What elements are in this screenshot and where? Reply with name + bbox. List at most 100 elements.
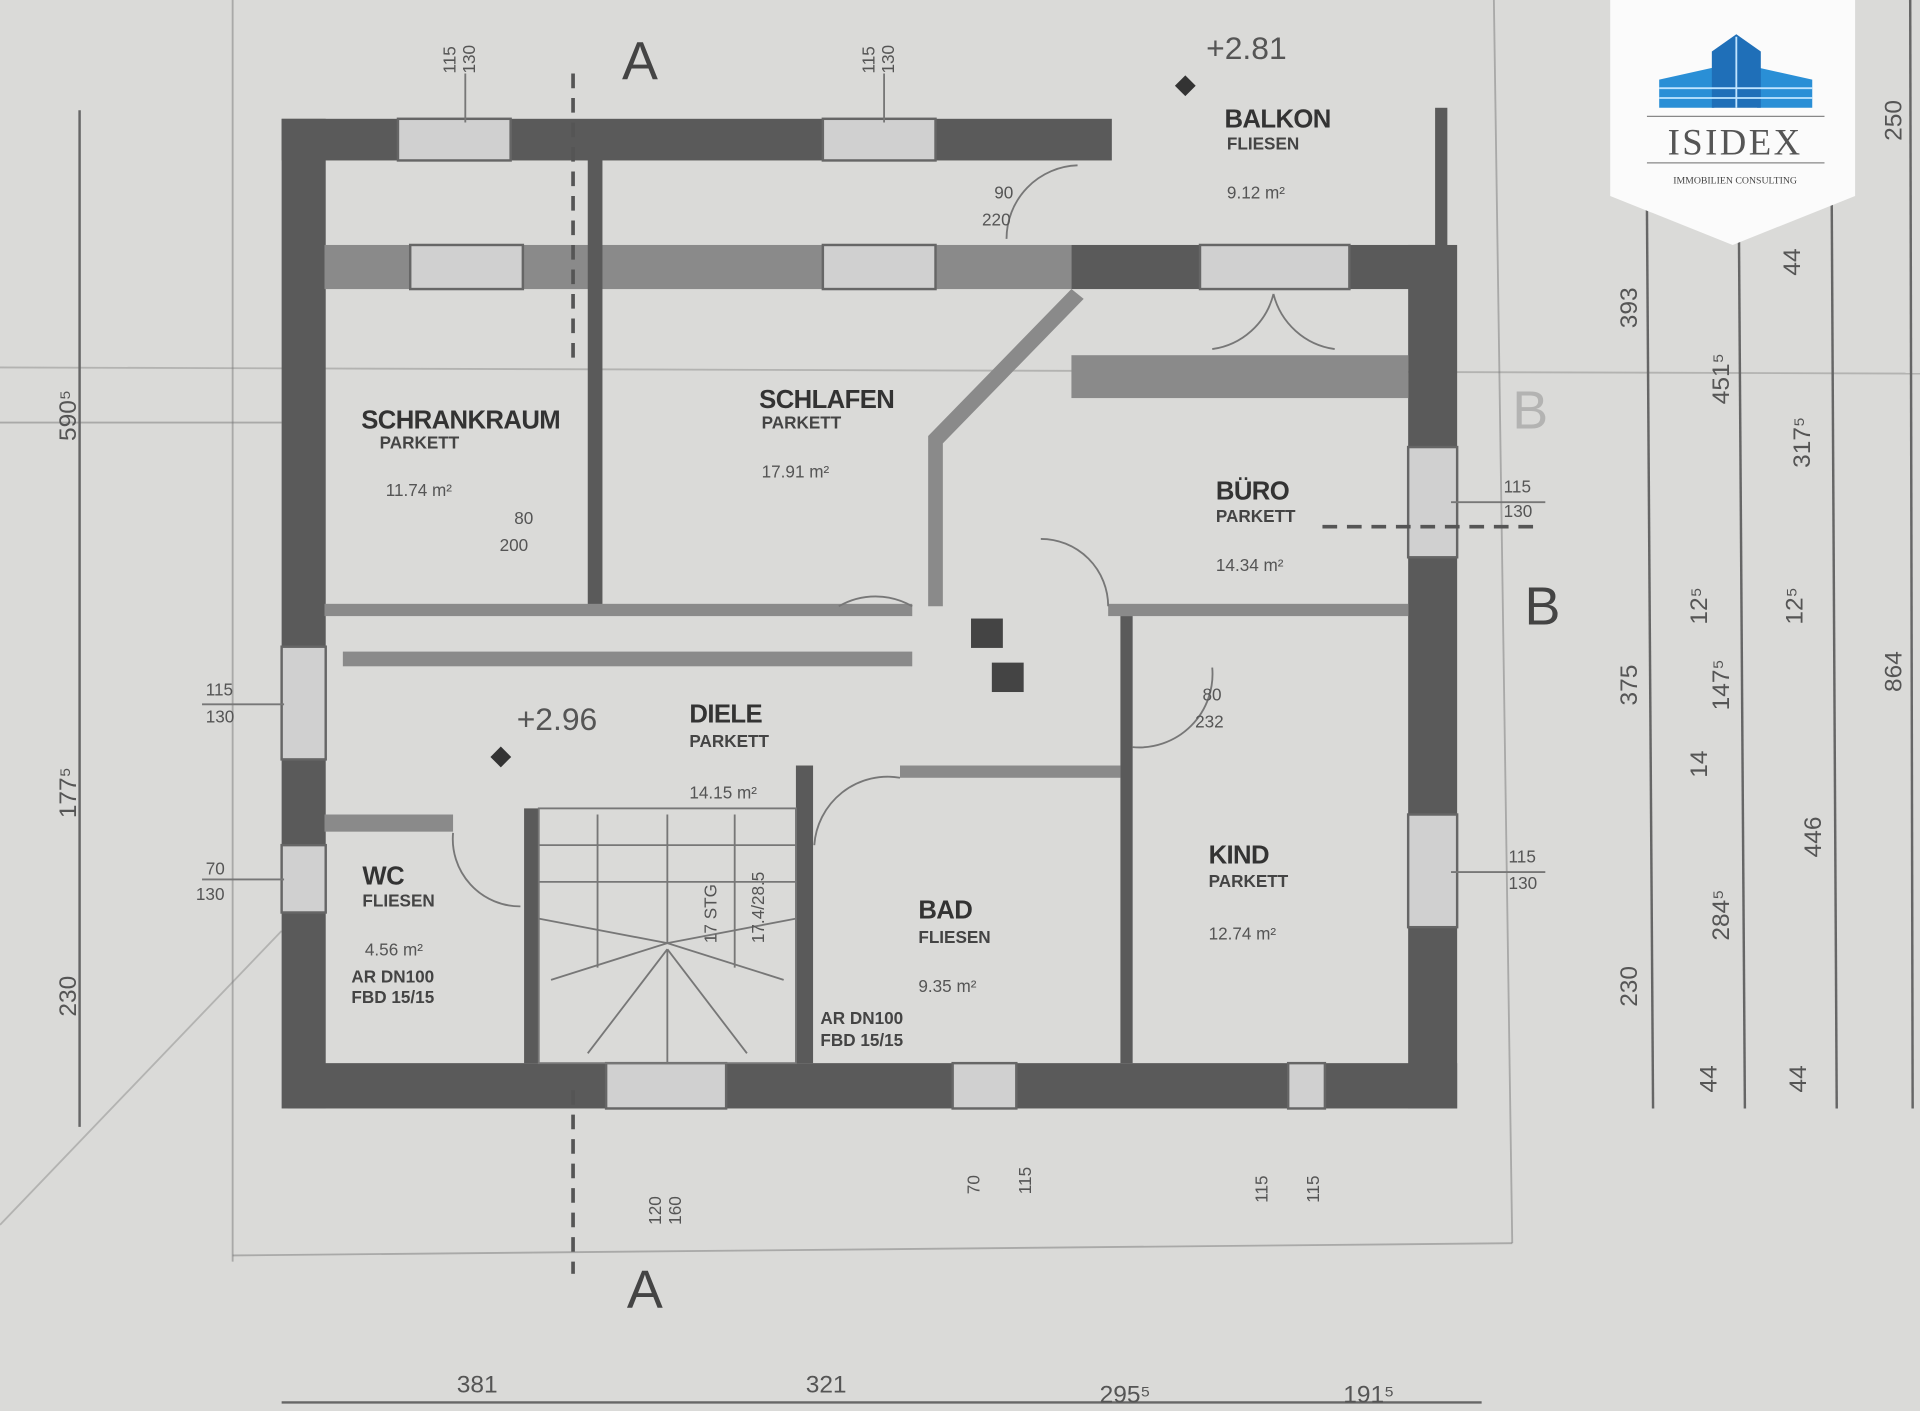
svg-text:AR DN100: AR DN100 <box>820 1008 903 1028</box>
svg-text:590⁵: 590⁵ <box>55 390 82 441</box>
level-diele: +2.96 <box>517 701 598 737</box>
isidex-logo: ISIDEX IMMOBILIEN CONSULTING <box>1610 0 1856 245</box>
svg-text:FLIESEN: FLIESEN <box>918 927 990 947</box>
svg-text:BALKON: BALKON <box>1224 105 1330 133</box>
svg-text:WC: WC <box>362 862 404 890</box>
svg-text:PARKETT: PARKETT <box>1209 871 1289 891</box>
svg-text:FLIESEN: FLIESEN <box>362 890 434 910</box>
room-wc: WC FLIESEN 4.56 m² AR DN100 FBD 15/15 <box>351 862 434 1007</box>
svg-text:177⁵: 177⁵ <box>55 767 82 818</box>
svg-text:115: 115 <box>1251 1175 1271 1202</box>
svg-text:115: 115 <box>1015 1167 1035 1194</box>
svg-text:321: 321 <box>806 1372 847 1399</box>
svg-text:381: 381 <box>457 1372 498 1399</box>
section-label-b-faint: B <box>1512 381 1548 441</box>
svg-text:80: 80 <box>514 508 533 528</box>
svg-text:14.34 m²: 14.34 m² <box>1216 555 1284 575</box>
svg-text:17.91 m²: 17.91 m² <box>762 462 830 482</box>
svg-text:160: 160 <box>665 1196 685 1225</box>
svg-text:BAD: BAD <box>918 897 972 925</box>
walls <box>280 107 1459 1110</box>
svg-text:120: 120 <box>645 1196 665 1225</box>
svg-text:230: 230 <box>55 976 82 1017</box>
door-swings <box>451 164 1335 908</box>
svg-text:44: 44 <box>1785 1065 1812 1092</box>
staircase <box>537 807 797 1065</box>
svg-text:115: 115 <box>206 680 233 700</box>
section-label-a-top: A <box>622 32 658 92</box>
svg-text:232: 232 <box>1195 712 1224 732</box>
svg-text:IMMOBILIEN CONSULTING: IMMOBILIEN CONSULTING <box>1673 176 1797 187</box>
room-bad: BAD FLIESEN 9.35 m² AR DN100 FBD 15/15 <box>820 897 990 1050</box>
svg-text:220: 220 <box>982 209 1011 229</box>
svg-text:FLIESEN: FLIESEN <box>1227 133 1299 153</box>
svg-text:44: 44 <box>1696 1065 1723 1092</box>
svg-text:115: 115 <box>1509 846 1536 866</box>
svg-text:DIELE: DIELE <box>689 701 762 729</box>
svg-text:90: 90 <box>994 182 1013 202</box>
svg-text:4.56 m²: 4.56 m² <box>365 939 423 959</box>
svg-text:KIND: KIND <box>1209 841 1269 869</box>
section-label-b: B <box>1524 577 1560 637</box>
opening-labels: 115 130 115 130 90 220 80 200 115 130 70… <box>196 45 1546 1225</box>
svg-text:393: 393 <box>1616 287 1643 328</box>
svg-text:115: 115 <box>1504 476 1531 496</box>
svg-text:12⁵: 12⁵ <box>1686 587 1713 624</box>
svg-text:AR DN100: AR DN100 <box>351 966 434 986</box>
level-balkon: +2.81 <box>1206 30 1287 66</box>
svg-text:BÜRO: BÜRO <box>1216 477 1289 506</box>
svg-text:295⁵: 295⁵ <box>1100 1381 1151 1408</box>
svg-text:115: 115 <box>440 46 460 73</box>
stair-labels: 17 STG 17.4/28.5 <box>700 872 768 943</box>
svg-text:130: 130 <box>878 45 898 74</box>
svg-text:SCHRANKRAUM: SCHRANKRAUM <box>361 407 560 435</box>
room-buero: BÜRO PARKETT 14.34 m² <box>1216 477 1296 575</box>
svg-text:200: 200 <box>500 535 529 555</box>
svg-text:80: 80 <box>1202 685 1221 705</box>
svg-text:130: 130 <box>206 707 235 727</box>
svg-text:317⁵: 317⁵ <box>1789 417 1816 468</box>
svg-text:375: 375 <box>1616 665 1643 706</box>
svg-text:451⁵: 451⁵ <box>1708 353 1735 404</box>
svg-text:FBD 15/15: FBD 15/15 <box>351 987 434 1007</box>
room-schrankraum: SCHRANKRAUM PARKETT 11.74 m² <box>361 407 560 500</box>
room-diele: DIELE PARKETT 14.15 m² <box>689 701 769 803</box>
svg-text:14: 14 <box>1686 751 1713 778</box>
room-kind: KIND PARKETT 12.74 m² <box>1209 841 1289 943</box>
svg-text:12⁵: 12⁵ <box>1781 587 1808 624</box>
svg-text:284⁵: 284⁵ <box>1708 890 1735 941</box>
svg-text:9.35 m²: 9.35 m² <box>918 976 976 996</box>
svg-text:17.4/28.5: 17.4/28.5 <box>748 872 768 943</box>
room-schlafen: SCHLAFEN PARKETT 17.91 m² <box>759 386 895 482</box>
svg-text:446: 446 <box>1800 817 1827 858</box>
svg-text:230: 230 <box>1616 966 1643 1007</box>
svg-text:PARKETT: PARKETT <box>689 731 769 751</box>
level-marker-icon <box>490 746 512 768</box>
svg-text:17 STG: 17 STG <box>700 884 720 943</box>
dimension-labels: 590⁵ 177⁵ 230 393 375 230 451⁵ 12⁵ 147⁵ … <box>55 100 1908 1408</box>
svg-text:130: 130 <box>1504 501 1533 521</box>
svg-text:11.74 m²: 11.74 m² <box>386 480 453 500</box>
svg-text:191⁵: 191⁵ <box>1343 1381 1394 1408</box>
svg-text:864: 864 <box>1881 651 1908 692</box>
svg-text:12.74 m²: 12.74 m² <box>1209 923 1277 943</box>
svg-text:70: 70 <box>206 859 225 879</box>
svg-text:SCHLAFEN: SCHLAFEN <box>759 386 894 414</box>
svg-text:FBD 15/15: FBD 15/15 <box>820 1030 903 1050</box>
building-icon <box>1659 34 1813 108</box>
svg-text:PARKETT: PARKETT <box>762 413 842 433</box>
svg-text:130: 130 <box>196 884 225 904</box>
svg-text:147⁵: 147⁵ <box>1708 659 1735 710</box>
room-balkon: BALKON FLIESEN 9.12 m² <box>1224 105 1331 202</box>
svg-text:115: 115 <box>858 46 878 73</box>
svg-text:250: 250 <box>1881 100 1908 141</box>
svg-text:44: 44 <box>1779 248 1806 275</box>
svg-text:PARKETT: PARKETT <box>380 432 460 452</box>
svg-text:130: 130 <box>459 45 479 74</box>
svg-text:9.12 m²: 9.12 m² <box>1227 182 1285 202</box>
svg-text:14.15 m²: 14.15 m² <box>689 783 757 803</box>
svg-text:ISIDEX: ISIDEX <box>1668 121 1803 162</box>
svg-text:70: 70 <box>964 1175 984 1194</box>
